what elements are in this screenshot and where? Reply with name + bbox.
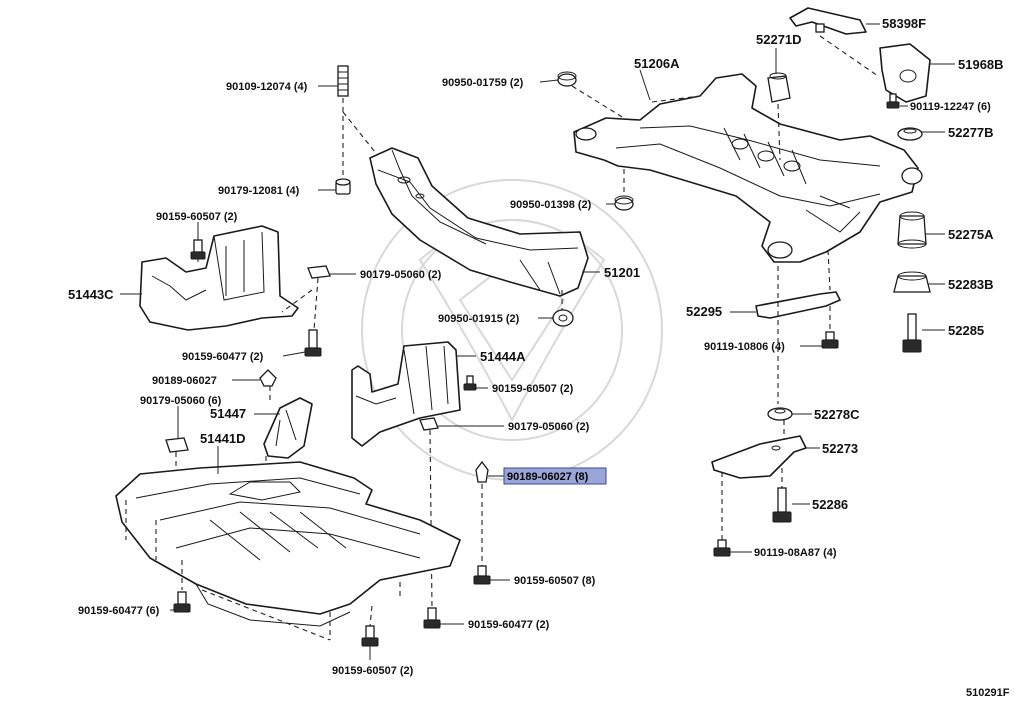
label-90159-60477-left: 90159-60477 (2) bbox=[182, 351, 264, 363]
label-90179-05060-mid: 90179-05060 (2) bbox=[508, 421, 590, 433]
diagram-code: 510291F bbox=[966, 687, 1010, 699]
bolt-90119-10806-icon bbox=[821, 331, 839, 349]
bolt-90159-60477-6-icon bbox=[173, 591, 191, 613]
label-90159-60507-mid: 90159-60507 (2) bbox=[492, 383, 574, 395]
under-cover-51443C-shape bbox=[139, 225, 299, 331]
clip-90189-06027-icon bbox=[259, 369, 277, 387]
bolt-52285-icon bbox=[902, 313, 922, 353]
label-52278C: 52278C bbox=[814, 407, 860, 422]
clip-90179-05060-6-icon bbox=[165, 437, 189, 453]
label-90179-05060-6: 90179-05060 (6) bbox=[140, 395, 222, 407]
brace-52295-shape bbox=[755, 291, 841, 319]
under-cover-51444A-shape bbox=[351, 341, 461, 447]
label-52277B: 52277B bbox=[948, 125, 994, 140]
washer-52277B-icon bbox=[897, 127, 923, 141]
crossmember-51201-shape bbox=[369, 147, 589, 297]
bolt-90159-60477-left-icon bbox=[304, 329, 322, 357]
label-52273: 52273 bbox=[822, 441, 858, 456]
nut-90179-12081-icon bbox=[335, 178, 351, 195]
label-90159-60507-top: 90159-60507 (2) bbox=[156, 211, 238, 223]
label-58398F: 58398F bbox=[882, 16, 926, 31]
label-90179-12081: 90179-12081 (4) bbox=[218, 185, 300, 197]
suspension-member-51206A-shape bbox=[573, 73, 923, 263]
bolt-90159-60507-8-icon bbox=[473, 565, 491, 585]
label-51443C: 51443C bbox=[68, 287, 114, 302]
label-52271D: 52271D bbox=[756, 32, 802, 47]
label-90119-10806: 90119-10806 (4) bbox=[704, 341, 785, 353]
washer-90950-01398-icon bbox=[614, 195, 634, 211]
bracket-52273-shape bbox=[711, 435, 807, 479]
label-90159-60507-bottom: 90159-60507 (2) bbox=[332, 665, 414, 677]
bolt-90119-12247-icon bbox=[886, 93, 900, 109]
label-90119-08A87: 90119-08A87 (4) bbox=[754, 547, 837, 559]
label-51968B: 51968B bbox=[958, 57, 1004, 72]
clip-90189-06027-8-icon bbox=[475, 460, 489, 483]
washer-52278C-icon bbox=[767, 407, 793, 421]
stopper-52283B-icon bbox=[893, 271, 931, 293]
label-52286: 52286 bbox=[812, 497, 848, 512]
label-51201: 51201 bbox=[604, 265, 640, 280]
bolt-90119-08A87-icon bbox=[713, 539, 731, 557]
bushing-52275A-icon bbox=[897, 211, 927, 249]
engine-under-cover-51441D-shape bbox=[115, 461, 461, 627]
bushing-52271D-icon bbox=[767, 72, 791, 103]
bolt-90159-60507-top-icon bbox=[190, 239, 206, 260]
bolt-90159-60507-mid-icon bbox=[463, 375, 477, 391]
label-51447: 51447 bbox=[210, 406, 246, 421]
label-52285: 52285 bbox=[948, 323, 984, 338]
label-52275A: 52275A bbox=[948, 227, 994, 242]
callout-labels: 90109-12074 (4) 90179-12081 (4) 90159-60… bbox=[68, 16, 1010, 699]
label-90109-12074: 90109-12074 (4) bbox=[226, 81, 308, 93]
label-90159-60507-8: 90159-60507 (8) bbox=[514, 575, 596, 587]
clip-90179-05060-mid-icon bbox=[419, 417, 439, 431]
highlight-box-90189-06027-8 bbox=[503, 467, 607, 485]
label-90159-60477-6: 90159-60477 (6) bbox=[78, 605, 160, 617]
label-90179-05060-top: 90179-05060 (2) bbox=[360, 269, 442, 281]
label-90950-01398: 90950-01398 (2) bbox=[510, 199, 592, 211]
cushion-90950-01915-icon bbox=[552, 309, 574, 327]
clip-90179-05060-top-icon bbox=[307, 265, 331, 279]
bolt-52286-icon bbox=[772, 487, 792, 523]
label-51444A: 51444A bbox=[480, 349, 526, 364]
label-90159-60477-2-bottom: 90159-60477 (2) bbox=[468, 619, 550, 631]
label-52295: 52295 bbox=[686, 304, 722, 319]
label-90950-01759: 90950-01759 (2) bbox=[442, 77, 524, 89]
label-90189-06027: 90189-06027 bbox=[152, 375, 217, 387]
bracket-58398F-shape bbox=[789, 7, 867, 35]
label-90119-12247: 90119-12247 (6) bbox=[910, 101, 991, 113]
stud-bolt-90109-12074-icon bbox=[337, 65, 349, 97]
label-90189-06027-8[interactable]: 90189-06027 (8) bbox=[507, 471, 589, 483]
leader-lines bbox=[120, 23, 955, 660]
label-90950-01915: 90950-01915 (2) bbox=[438, 313, 520, 325]
label-51441D: 51441D bbox=[200, 431, 246, 446]
bracket-51968B-shape bbox=[879, 43, 931, 103]
label-51206A: 51206A bbox=[634, 56, 680, 71]
bolt-90159-60507-bottom-icon bbox=[361, 625, 379, 647]
washer-90950-01759-icon bbox=[557, 71, 577, 87]
air-guide-51447-shape bbox=[263, 397, 313, 459]
bolt-90159-60477-2-bottom-icon bbox=[423, 607, 441, 629]
label-52283B: 52283B bbox=[948, 277, 994, 292]
